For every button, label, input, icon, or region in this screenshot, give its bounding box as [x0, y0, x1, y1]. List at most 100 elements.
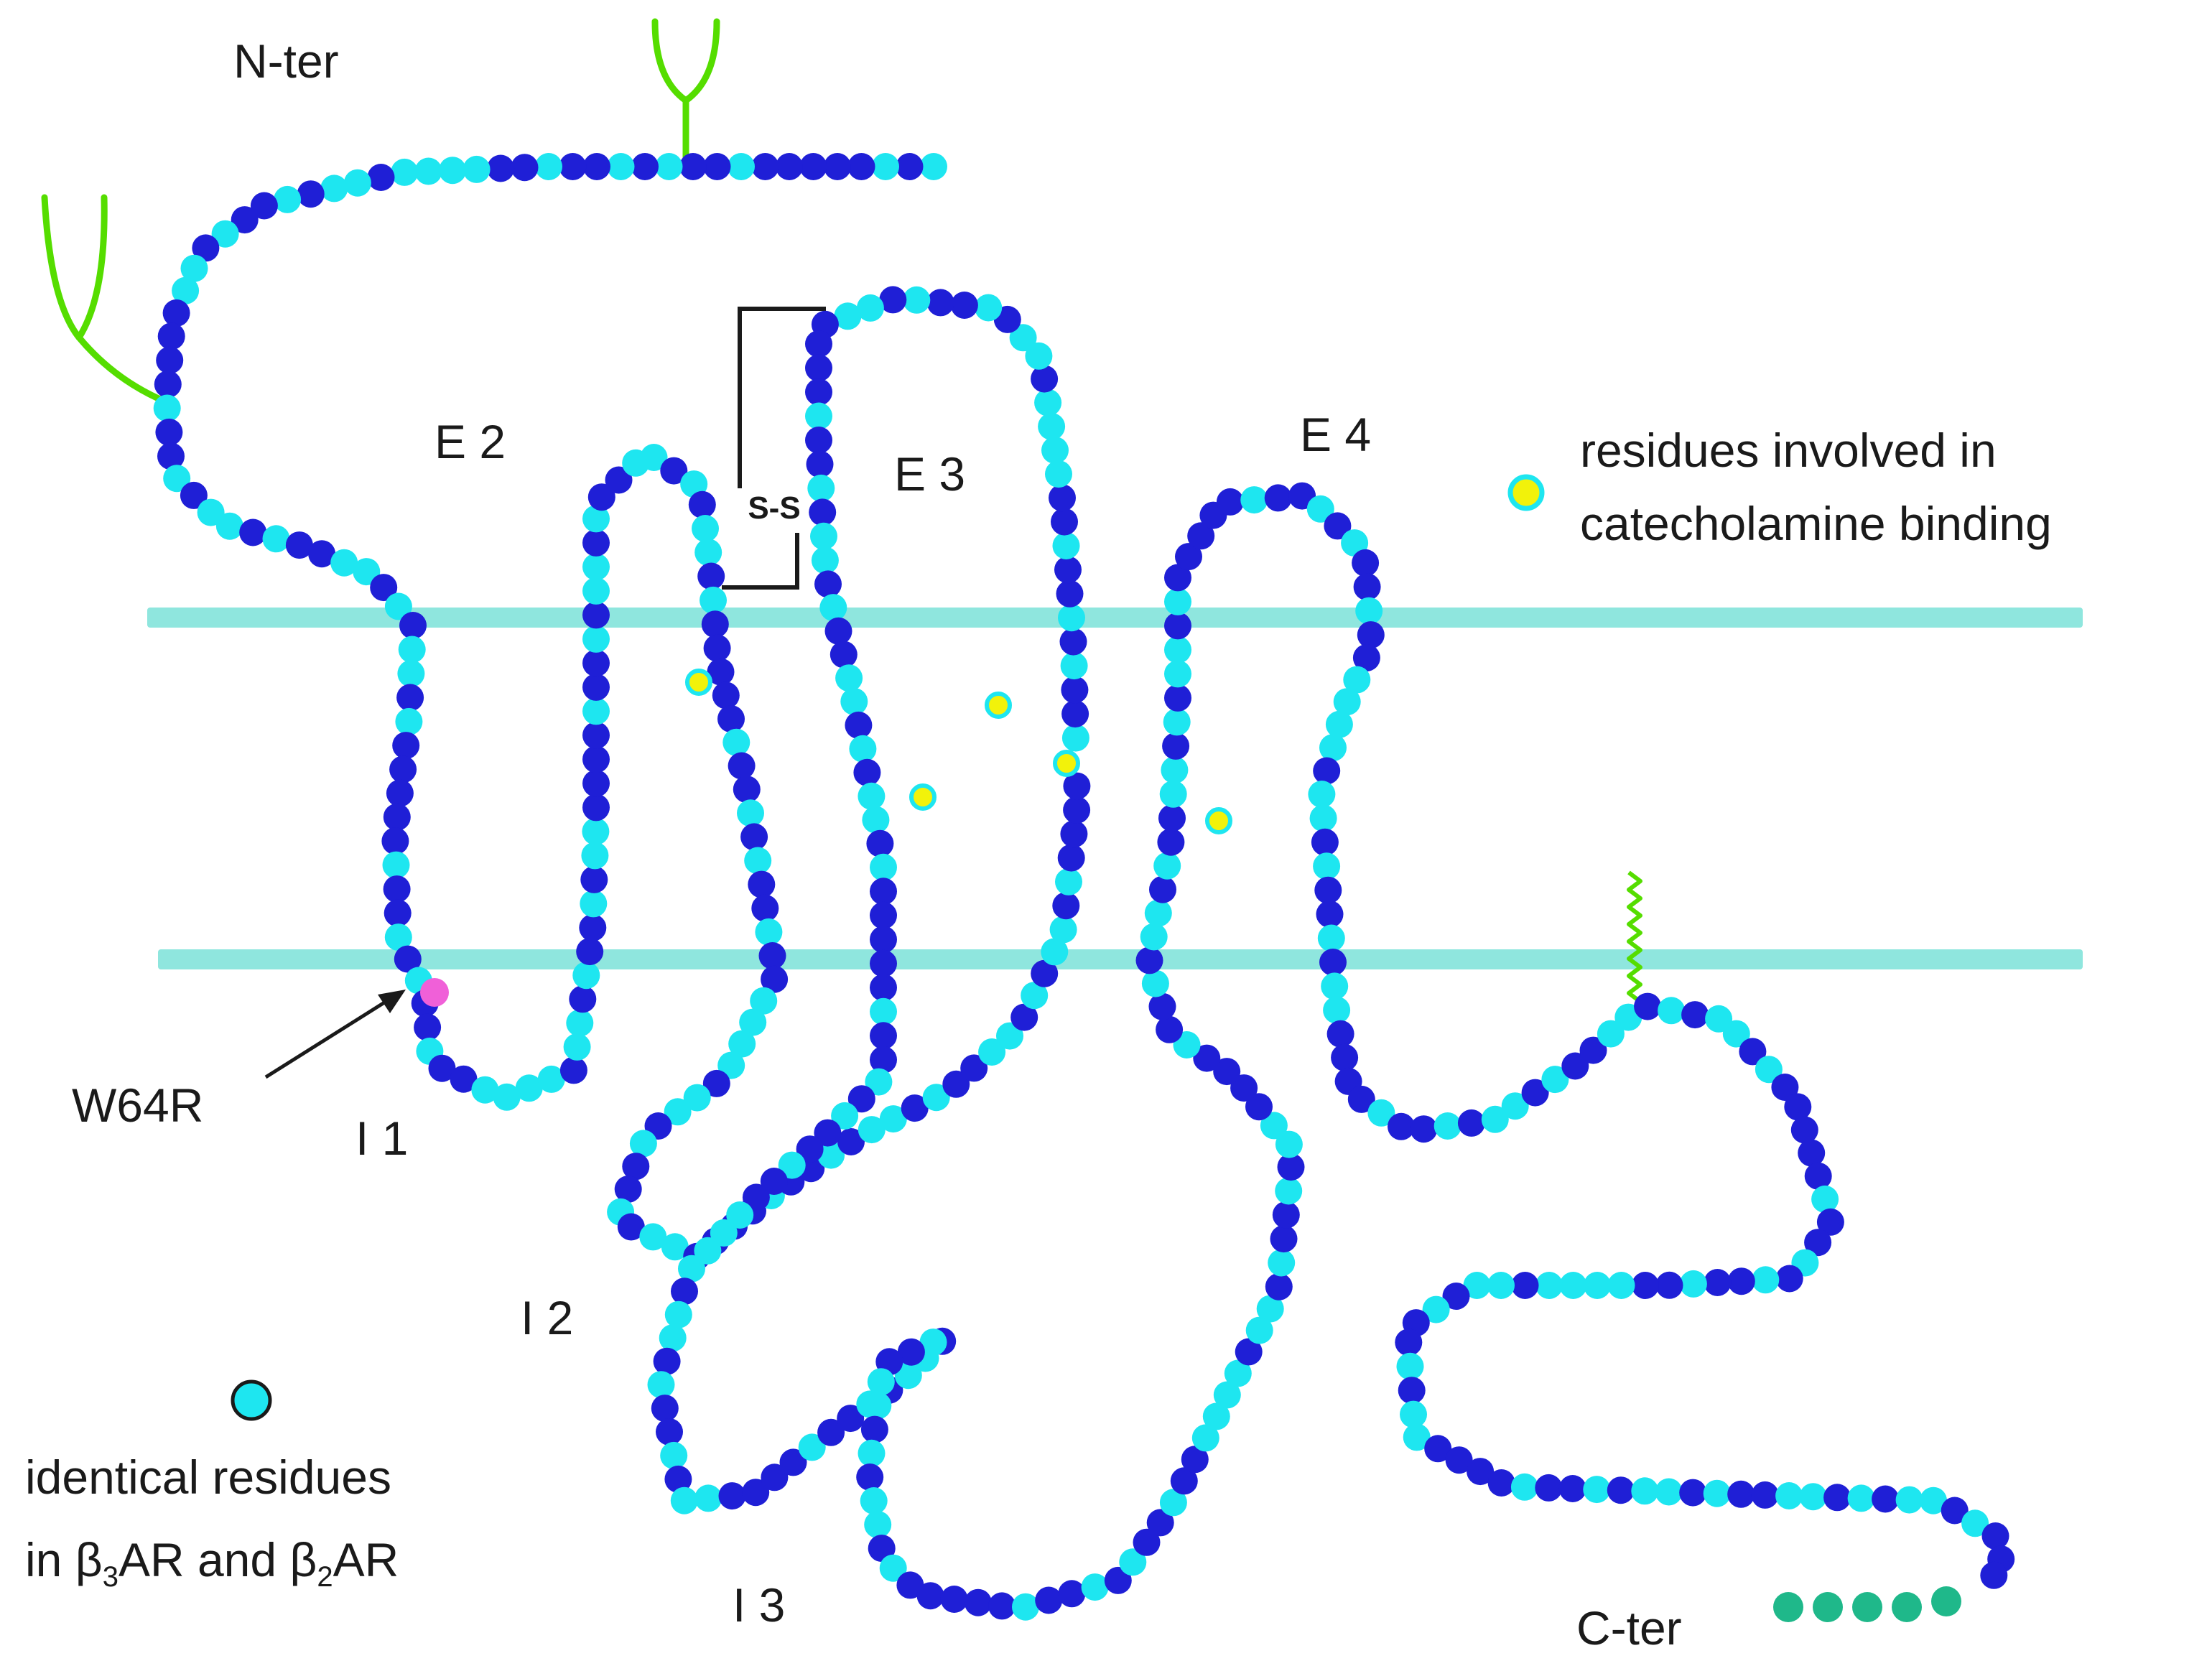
residue — [262, 525, 290, 553]
residue — [1256, 1295, 1284, 1323]
residue — [805, 427, 832, 454]
residue — [750, 987, 778, 1015]
residue — [1159, 780, 1187, 808]
disulfide-label: S-S — [748, 490, 800, 526]
residue — [860, 1415, 888, 1443]
binding-residue — [1053, 750, 1080, 777]
residue — [942, 1070, 970, 1098]
residue — [582, 601, 610, 629]
residue — [865, 1068, 893, 1096]
residue — [384, 592, 412, 620]
residue — [1012, 1593, 1039, 1621]
residue — [1941, 1497, 1969, 1525]
residue — [1164, 684, 1191, 712]
residue — [1319, 949, 1347, 976]
residue — [664, 1098, 692, 1126]
residue — [824, 617, 852, 645]
residue — [1535, 1474, 1563, 1502]
residue — [1798, 1139, 1826, 1167]
residue — [384, 923, 412, 951]
residue — [384, 899, 412, 927]
residue — [712, 681, 740, 709]
residue — [978, 1038, 1006, 1066]
residue — [580, 865, 608, 893]
residue — [718, 1482, 746, 1510]
residue — [1703, 1479, 1731, 1507]
residue — [1804, 1229, 1832, 1257]
residue — [559, 1056, 587, 1084]
residue — [576, 938, 604, 966]
residue — [1156, 1015, 1184, 1043]
residue — [1025, 342, 1053, 370]
legend-identical-line2: in β3AR and β2AR — [25, 1533, 399, 1593]
residue — [383, 803, 411, 831]
residue — [728, 1030, 756, 1058]
residue — [1823, 1484, 1851, 1512]
residue — [367, 164, 395, 191]
residue — [940, 1586, 968, 1613]
residue — [717, 705, 745, 733]
residue — [1481, 1105, 1509, 1133]
legend-ar: AR — [333, 1533, 399, 1586]
residue — [817, 1141, 845, 1169]
residue — [1784, 1093, 1812, 1121]
residue — [1163, 708, 1191, 736]
residue — [1314, 876, 1342, 904]
residue — [1353, 573, 1381, 601]
mutation-arrowhead — [378, 990, 406, 1013]
residue — [569, 985, 597, 1013]
residue — [156, 346, 184, 374]
residue — [864, 1511, 892, 1539]
residue — [392, 732, 420, 760]
residue — [837, 1405, 865, 1433]
residue — [1487, 1469, 1515, 1497]
residue — [607, 153, 635, 180]
residue — [566, 1009, 594, 1037]
residue — [870, 949, 897, 977]
residue — [853, 758, 881, 786]
residue — [1961, 1509, 1989, 1537]
residue — [847, 1085, 875, 1113]
residue — [211, 220, 239, 248]
residue — [1213, 1381, 1241, 1409]
residue — [162, 299, 190, 327]
legend-identical-swatch — [231, 1379, 272, 1421]
binding-residue — [909, 783, 937, 811]
disulfide-bridge-bracket — [722, 307, 826, 590]
residue — [1755, 1056, 1783, 1084]
residue — [428, 1054, 456, 1082]
residue — [1059, 628, 1087, 656]
residue — [856, 294, 884, 322]
residue — [617, 1213, 645, 1241]
residue — [1775, 1265, 1803, 1293]
glycosylation-site-1 — [41, 194, 170, 406]
residue — [1141, 969, 1169, 997]
residue — [870, 926, 897, 954]
residue — [916, 1582, 944, 1610]
residue — [671, 1278, 698, 1306]
residue — [862, 806, 890, 834]
residue — [231, 206, 259, 234]
c-terminus-label: C-ter — [1576, 1601, 1682, 1655]
residue — [1159, 1489, 1187, 1517]
residue — [798, 1433, 826, 1461]
residue — [744, 847, 772, 875]
residue — [414, 1013, 442, 1041]
residue — [660, 457, 688, 485]
residue — [840, 687, 868, 715]
residue — [837, 1128, 865, 1155]
mutation-label: W64R — [72, 1079, 203, 1132]
residue — [1319, 734, 1347, 762]
residue — [1034, 388, 1062, 416]
residue — [870, 974, 897, 1002]
residue — [1752, 1266, 1780, 1294]
residue — [870, 997, 897, 1025]
residue — [703, 153, 731, 180]
extracellular-loop-e2-label: E 2 — [434, 415, 506, 468]
residue — [656, 1418, 683, 1446]
residue — [1510, 1473, 1538, 1501]
residue — [582, 794, 610, 822]
residue — [896, 1571, 924, 1599]
residue — [870, 853, 897, 881]
